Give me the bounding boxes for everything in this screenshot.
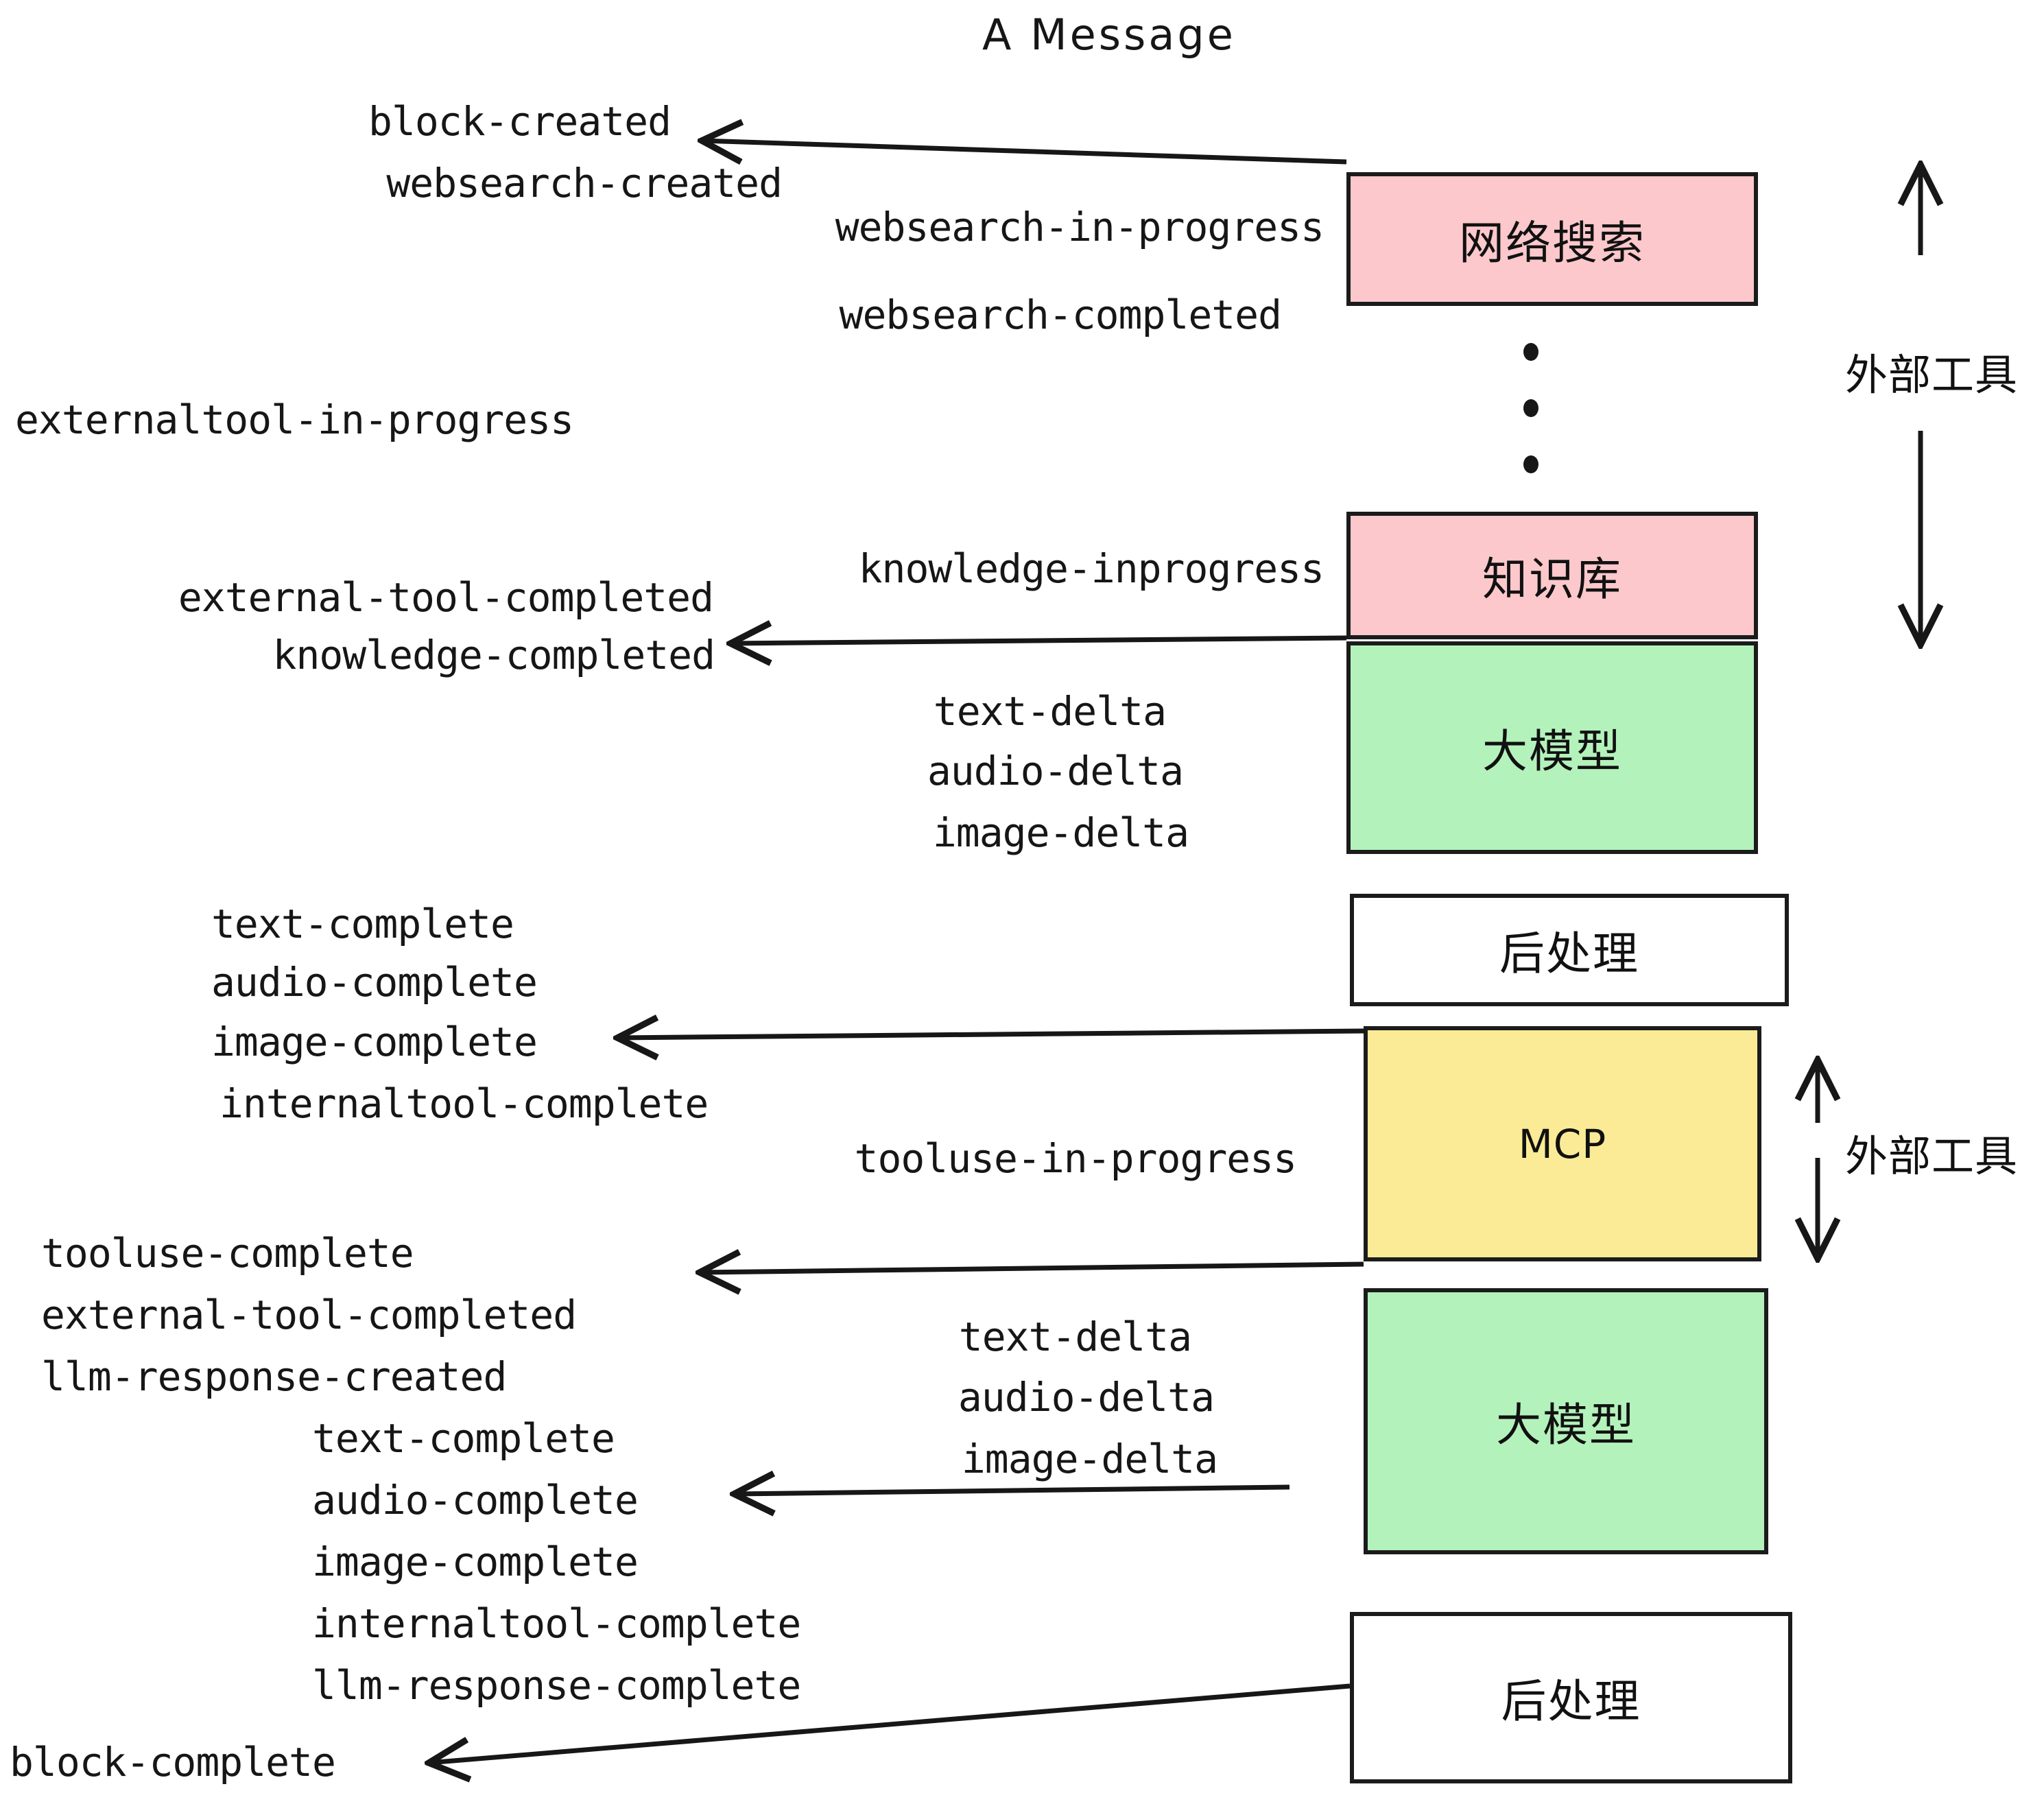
event-label: image-complete bbox=[312, 1539, 639, 1585]
event-externaltool-in-progress: externaltool-in-progress bbox=[15, 400, 574, 440]
event-label: image-delta bbox=[932, 809, 1189, 856]
event-websearch-created: websearch-created bbox=[386, 160, 783, 206]
vertical-ellipsis bbox=[1523, 343, 1539, 473]
box-postprocess-lower-label: 后处理 bbox=[1501, 1675, 1641, 1728]
event-audio-complete-1: audio-complete bbox=[211, 962, 538, 1002]
event-websearch-in-progress: websearch-in-progress bbox=[835, 207, 1324, 247]
event-tooluse-complete: tooluse-complete bbox=[41, 1233, 414, 1273]
event-llm-response-complete: llm-response-complete bbox=[312, 1665, 801, 1705]
side-label-lower-text: 外部工具 bbox=[1845, 1131, 2019, 1181]
box-postprocess-upper[interactable]: 后处理 bbox=[1350, 894, 1789, 1006]
event-label: external-tool-completed bbox=[41, 1292, 577, 1338]
arrow-postprocess-to-image-complete bbox=[617, 1031, 1366, 1038]
event-knowledge-inprogress: knowledge-inprogress bbox=[859, 549, 1324, 589]
event-text-delta-2: text-delta bbox=[958, 1314, 1192, 1360]
event-label: text-delta bbox=[933, 688, 1167, 735]
event-label: knowledge-completed bbox=[272, 632, 715, 678]
side-label-external-tools-upper: 外部工具 bbox=[1845, 340, 2018, 402]
event-label: knowledge-inprogress bbox=[858, 545, 1324, 592]
event-label: image-complete bbox=[211, 1019, 538, 1065]
event-external-tool-completed-2: external-tool-completed bbox=[41, 1292, 577, 1338]
event-image-delta-1: image-delta bbox=[933, 813, 1189, 853]
ellipsis-dot bbox=[1523, 399, 1538, 417]
event-external-tool-completed-1: external-tool-completed bbox=[178, 578, 714, 617]
event-image-complete-1: image-complete bbox=[211, 1019, 538, 1065]
box-llm-lower-label: 大模型 bbox=[1496, 1399, 1636, 1451]
event-label: tooluse-complete bbox=[41, 1230, 414, 1277]
box-llm-upper-label: 大模型 bbox=[1482, 725, 1622, 778]
event-websearch-completed: websearch-completed bbox=[839, 292, 1282, 338]
event-label: audio-complete bbox=[312, 1477, 639, 1523]
event-label: text-complete bbox=[312, 1415, 615, 1462]
box-mcp-label: MCP bbox=[1518, 1120, 1607, 1167]
arrow-llm-lower-to-audio-complete bbox=[734, 1487, 1290, 1494]
box-postprocess-upper-label: 后处理 bbox=[1499, 927, 1639, 980]
event-block-created: block-created bbox=[368, 102, 672, 141]
box-llm-upper[interactable]: 大模型 bbox=[1346, 641, 1758, 854]
event-internaltool-complete-1: internaltool-complete bbox=[219, 1084, 709, 1124]
event-label: internaltool-complete bbox=[219, 1080, 709, 1127]
event-label: externaltool-in-progress bbox=[15, 396, 574, 443]
event-label: websearch-in-progress bbox=[835, 204, 1324, 250]
event-knowledge-completed: knowledge-completed bbox=[273, 635, 715, 675]
box-postprocess-lower[interactable]: 后处理 bbox=[1350, 1612, 1792, 1783]
event-audio-delta-1: audio-delta bbox=[927, 748, 1184, 794]
event-label: websearch-completed bbox=[839, 292, 1282, 338]
side-label-external-tools-lower: 外部工具 bbox=[1845, 1121, 2018, 1183]
event-audio-complete-2: audio-complete bbox=[312, 1477, 639, 1523]
event-label: external-tool-completed bbox=[178, 574, 714, 621]
event-internaltool-complete-2: internaltool-complete bbox=[312, 1604, 801, 1643]
event-image-delta-2: image-delta bbox=[961, 1436, 1218, 1482]
event-llm-response-created: llm-response-created bbox=[41, 1357, 507, 1397]
event-label: llm-response-complete bbox=[312, 1662, 801, 1709]
diagram-title: A Message bbox=[982, 10, 1236, 60]
event-label: image-delta bbox=[961, 1436, 1218, 1482]
arrow-knowledge-to-knowledge-completed bbox=[730, 638, 1347, 643]
event-label: tooluse-in-progress bbox=[854, 1135, 1297, 1182]
event-text-complete-1: text-complete bbox=[211, 904, 514, 944]
arrow-mcp-to-tooluse-complete bbox=[700, 1264, 1364, 1272]
arrow-websearch-to-block-created bbox=[702, 141, 1347, 162]
event-label: internaltool-complete bbox=[312, 1600, 801, 1647]
event-label: audio-complete bbox=[211, 959, 538, 1006]
event-audio-delta-2: audio-delta bbox=[958, 1377, 1215, 1417]
box-websearch-label: 网络搜索 bbox=[1459, 216, 1645, 270]
box-websearch[interactable]: 网络搜索 bbox=[1346, 172, 1758, 306]
ellipsis-dot bbox=[1523, 455, 1538, 473]
event-label: llm-response-created bbox=[41, 1353, 507, 1400]
side-label-upper-text: 外部工具 bbox=[1845, 350, 2019, 400]
event-block-complete: block-complete bbox=[10, 1739, 336, 1785]
event-tooluse-in-progress: tooluse-in-progress bbox=[855, 1139, 1297, 1178]
box-mcp[interactable]: MCP bbox=[1364, 1026, 1761, 1261]
event-label: block-created bbox=[368, 98, 672, 145]
event-text-delta-1: text-delta bbox=[934, 691, 1167, 731]
box-knowledge[interactable]: 知识库 bbox=[1346, 512, 1758, 639]
event-label: text-complete bbox=[211, 901, 514, 947]
event-label: block-complete bbox=[10, 1739, 336, 1785]
event-label: websearch-created bbox=[386, 160, 783, 206]
event-image-complete-2: image-complete bbox=[312, 1539, 639, 1585]
event-label: audio-delta bbox=[958, 1374, 1215, 1421]
event-label: text-delta bbox=[958, 1314, 1192, 1360]
box-llm-lower[interactable]: 大模型 bbox=[1364, 1288, 1768, 1554]
box-knowledge-label: 知识库 bbox=[1482, 553, 1622, 606]
event-text-complete-2: text-complete bbox=[312, 1419, 615, 1458]
event-label: audio-delta bbox=[927, 748, 1184, 794]
ellipsis-dot bbox=[1523, 343, 1538, 361]
